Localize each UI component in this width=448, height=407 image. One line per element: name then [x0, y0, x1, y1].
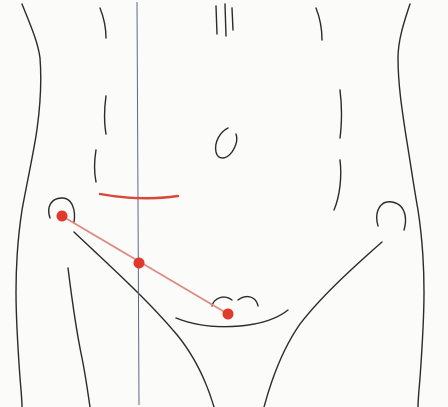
left-inguinal-line — [74, 232, 214, 407]
right-chest-contour — [316, 8, 322, 40]
left-abdominal-contour-lower — [95, 150, 97, 182]
chest-line-1 — [216, 6, 217, 34]
pubic-detail-left — [212, 297, 232, 306]
right-abdominal-contour-lower — [334, 160, 341, 210]
incision-arc — [100, 194, 178, 198]
right-hip-contour — [377, 202, 406, 230]
right-flank-line — [398, 4, 424, 407]
mcburney-point-marker — [134, 258, 145, 269]
iliac-spine-marker — [57, 211, 68, 222]
pubic-detail-right — [238, 297, 258, 306]
left-chest-contour — [100, 8, 106, 38]
right-abdominal-contour — [340, 90, 342, 138]
left-flank-line — [16, 4, 41, 407]
left-groin-line — [68, 268, 90, 407]
navel — [216, 128, 237, 158]
pubic-marker — [223, 309, 234, 320]
left-abdominal-contour — [105, 96, 107, 134]
midline — [137, 2, 139, 405]
right-inguinal-line — [264, 242, 382, 407]
chest-line-3 — [232, 8, 233, 30]
body-outline — [16, 4, 424, 407]
chest-line-2 — [225, 4, 226, 36]
